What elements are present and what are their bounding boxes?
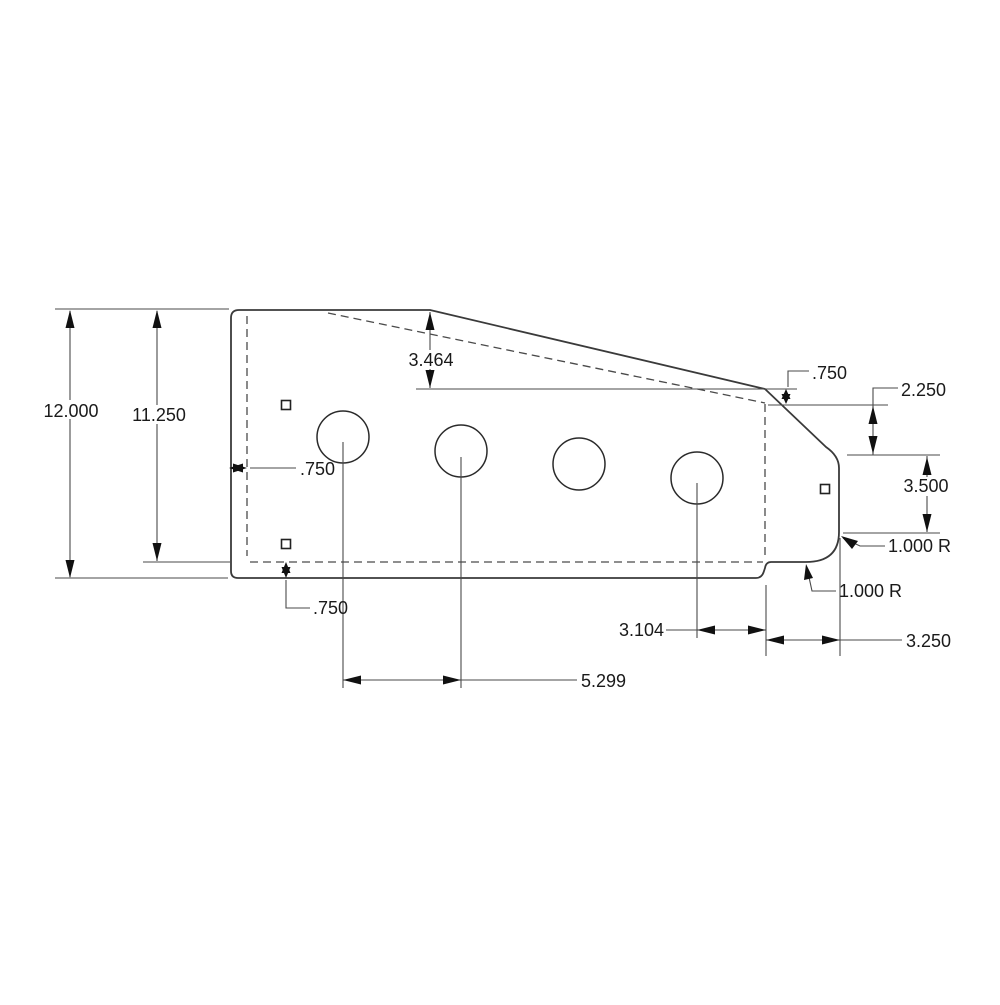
- arrowhead: [868, 436, 878, 454]
- square-marker-right: [819, 483, 831, 495]
- dim-right-flange-depth-label: 3.250: [906, 631, 951, 651]
- arrowhead: [425, 312, 435, 330]
- part-outline: [230, 309, 840, 579]
- arrowhead: [443, 675, 461, 685]
- arrowhead: [697, 625, 715, 635]
- arrowhead: [425, 370, 435, 388]
- square-marker-bottom-left: [280, 538, 292, 550]
- bend-line-top-slope: [327, 312, 766, 404]
- hole-3: [552, 437, 606, 491]
- dim-left-flange-label: .750: [300, 459, 335, 479]
- dim-radius-lower-label: 1.000 R: [839, 581, 902, 601]
- arrowhead: [343, 675, 361, 685]
- arrowhead: [922, 514, 932, 532]
- arrowhead: [781, 394, 791, 404]
- dim-height-to-bend-label: 11.250: [132, 405, 186, 425]
- arrowhead: [281, 567, 291, 578]
- leader-right-step: [872, 387, 898, 455]
- arrowhead: [841, 536, 858, 549]
- arrowhead: [65, 310, 75, 328]
- arrowhead: [152, 543, 162, 561]
- text-mask: [902, 477, 950, 496]
- dim-top-drop-label: 3.464: [408, 350, 453, 370]
- arrowhead: [868, 406, 878, 424]
- dim-right-edge-label: 3.500: [903, 476, 948, 496]
- dim-right-step-label: 2.250: [901, 380, 946, 400]
- arrowhead: [152, 310, 162, 328]
- arrowhead: [822, 635, 840, 645]
- arrowhead: [748, 625, 766, 635]
- text-mask: [42, 400, 100, 419]
- text-mask: [407, 350, 455, 369]
- text-mask: [129, 405, 189, 424]
- dim-bottom-flange-label: .750: [313, 598, 348, 618]
- arrowhead: [766, 635, 784, 645]
- arrowhead: [233, 463, 247, 473]
- arrowhead: [804, 564, 813, 580]
- dim-top-flange-label: .750: [812, 363, 847, 383]
- dim-radius-upper-label: 1.000 R: [888, 536, 951, 556]
- leader-bottom-flange: [285, 580, 310, 609]
- arrowhead: [65, 560, 75, 578]
- dim-hole-to-bend-label: 3.104: [619, 620, 664, 640]
- leader-top-flange: [787, 370, 809, 387]
- leader-radius-lower: [806, 567, 836, 592]
- arrowhead: [922, 457, 932, 475]
- dim-overall-height-label: 12.000: [43, 401, 98, 421]
- square-marker-top-left: [280, 399, 292, 411]
- dim-hole-spacing-label: 5.299: [581, 671, 626, 691]
